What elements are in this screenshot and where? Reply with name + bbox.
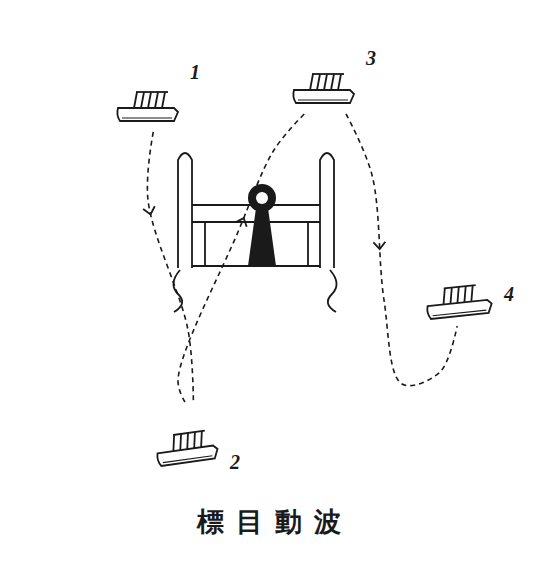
vehicle-bar bbox=[442, 288, 447, 304]
vehicle-hull bbox=[117, 108, 178, 121]
movement-path bbox=[346, 114, 457, 386]
frame-line bbox=[204, 222, 206, 266]
callout-number: 3 bbox=[366, 48, 376, 68]
callout-number: 1 bbox=[190, 62, 200, 82]
figure-caption: 標目動波 bbox=[0, 506, 549, 538]
right-post bbox=[320, 153, 334, 268]
target-illustration bbox=[173, 153, 336, 312]
vehicle-bar bbox=[470, 285, 475, 301]
vehicle-bar bbox=[178, 434, 183, 450]
vehicle-target: 1 bbox=[112, 62, 200, 132]
post-hook bbox=[328, 270, 337, 312]
vehicle-bar bbox=[463, 286, 468, 302]
vehicle-bar bbox=[456, 287, 461, 303]
post-hook bbox=[173, 270, 182, 312]
vehicle-bar bbox=[449, 288, 454, 304]
direction-arrow bbox=[236, 216, 250, 227]
vehicle-icon bbox=[112, 62, 200, 132]
vehicle-bar bbox=[148, 92, 151, 108]
vehicle-icon bbox=[422, 268, 514, 326]
vehicle-icon bbox=[288, 48, 376, 114]
direction-arrow bbox=[373, 242, 385, 250]
vehicle-target: 4 bbox=[422, 268, 514, 326]
vehicle-bar bbox=[331, 74, 334, 90]
frame-line bbox=[307, 222, 309, 266]
vehicle-bar bbox=[324, 74, 327, 90]
vehicle-hull bbox=[427, 300, 493, 320]
movement-path bbox=[178, 114, 304, 402]
vehicle-target: 2 bbox=[152, 402, 240, 472]
movement-path bbox=[147, 132, 193, 402]
vehicle-bar bbox=[171, 435, 176, 451]
vehicle-bar bbox=[155, 92, 158, 108]
vehicle-icon bbox=[152, 402, 240, 472]
vehicle-bar bbox=[141, 92, 144, 108]
target-figure bbox=[248, 184, 276, 266]
vehicle-bar bbox=[134, 92, 137, 108]
vehicle-bar bbox=[199, 431, 204, 447]
vehicle-bar bbox=[185, 433, 190, 449]
vehicle-target: 3 bbox=[288, 48, 376, 114]
vehicle-bar bbox=[162, 92, 165, 108]
callout-number: 2 bbox=[230, 452, 240, 472]
vehicle-bar bbox=[192, 432, 197, 448]
left-post bbox=[178, 153, 192, 268]
target-body bbox=[248, 208, 276, 266]
callout-number: 4 bbox=[504, 284, 514, 304]
target-eye bbox=[256, 192, 268, 204]
vehicle-bar bbox=[317, 74, 320, 90]
direction-arrow bbox=[143, 206, 156, 216]
vehicle-bar bbox=[338, 74, 341, 90]
vehicle-hull bbox=[293, 90, 354, 103]
vehicle-bar bbox=[310, 74, 313, 90]
